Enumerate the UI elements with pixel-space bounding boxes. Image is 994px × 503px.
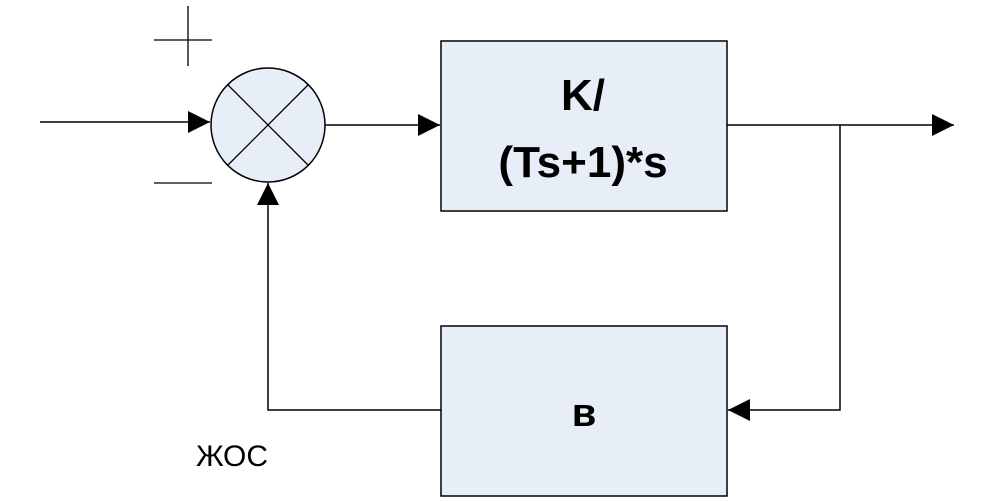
feedback-label: ЖОС <box>196 440 268 473</box>
summing-junction <box>210 67 326 183</box>
feedback-block-label: в <box>572 391 597 435</box>
forward-block-line2: (Ts+1)*s <box>498 138 667 187</box>
plus-sign-icon <box>154 6 212 66</box>
forward-transfer-block: K/ (Ts+1)*s <box>440 40 728 212</box>
feedback-block: в <box>440 325 728 497</box>
feedback-return-line <box>257 183 441 411</box>
feedback-tap-line <box>728 125 841 421</box>
forward-block-line1: K/ <box>561 71 605 120</box>
